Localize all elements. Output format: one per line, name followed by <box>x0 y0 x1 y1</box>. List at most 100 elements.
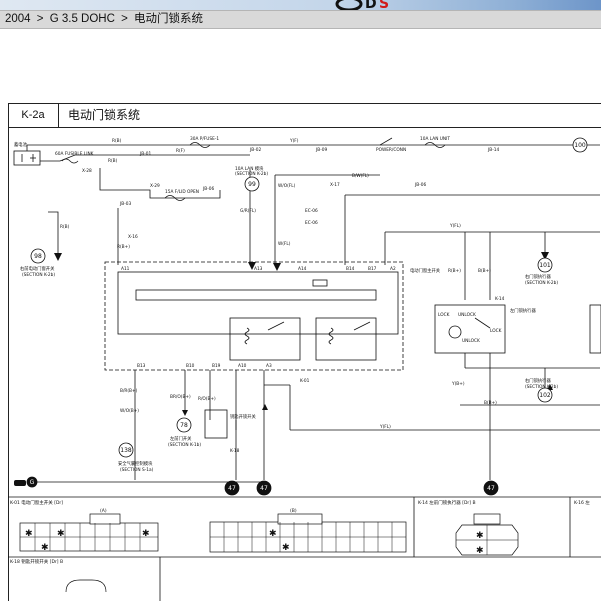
diagram-code: K-2a <box>8 103 59 127</box>
breadcrumb-separator: > <box>36 13 44 25</box>
junction-label: JB-09 <box>315 147 327 153</box>
connector-k14-title: K-14 左前门锁执行器 [Dr] B <box>418 499 476 506</box>
svg-text:✱: ✱ <box>476 546 484 556</box>
pin-label: A11 <box>121 266 130 272</box>
ref-number: 47 <box>487 485 495 492</box>
battery-label: 蓄电池 <box>14 141 28 148</box>
top-banner <box>0 0 601 10</box>
ref-number: 101 <box>539 262 551 269</box>
connector-k18-title: K-18 钥匙开锁开关 [Dr] B <box>10 558 63 565</box>
right-door-actuator-ref: (SECTION K-2b) <box>525 280 558 286</box>
wire-label: R(B+) <box>448 268 461 274</box>
connector-k18-drawing <box>65 579 107 593</box>
ref-circle-47b[interactable] <box>256 480 272 496</box>
connector-k01-tag: (A) <box>100 508 107 514</box>
diagram-title: 电动门锁系统 <box>68 108 141 122</box>
ref-number: 138 <box>120 447 132 454</box>
junction-label: JB-03 <box>119 201 131 207</box>
wire-label: R(B+) <box>117 244 130 250</box>
svg-text:✱: ✱ <box>476 531 484 541</box>
connector-label: K-18 <box>230 448 240 454</box>
breadcrumb-model[interactable]: G 3.5 DOHC <box>49 13 115 25</box>
unlock-label: UNLOCK <box>458 312 476 318</box>
svg-text:✱: ✱ <box>282 543 290 553</box>
right-door-actuator-label: 右门锁执行器 <box>525 273 551 280</box>
ref-circle-47a[interactable] <box>224 480 240 496</box>
pin-label: A13 <box>254 266 263 272</box>
pin-label: A14 <box>298 266 307 272</box>
wire-label: R(B) <box>112 138 122 144</box>
airbag-module-ref: (SECTION S-1a) <box>120 467 154 473</box>
pin-label: A3 <box>266 363 272 369</box>
ref-circle-102[interactable] <box>537 387 553 403</box>
ref-circle-98[interactable] <box>30 248 46 264</box>
wire-label: W/O(B+) <box>120 408 139 414</box>
ground-label: G <box>30 479 35 486</box>
ref-circle-138[interactable] <box>118 442 134 458</box>
ground-circle <box>26 476 38 488</box>
unlock-label: UNLOCK <box>462 338 480 344</box>
ref-circle-78[interactable] <box>176 417 192 433</box>
wire-label: R(B) <box>108 158 118 164</box>
lan-module-ref: (SECTION K-2b) <box>235 171 268 177</box>
svg-text:✱: ✱ <box>41 543 49 553</box>
lan-module-label: 10A LAN 模块 <box>235 165 264 172</box>
connector-k01-title: K-01 电动门窗主开关 [Dr] <box>10 499 63 506</box>
ref-number: 100 <box>574 142 586 149</box>
junction-label: JB-02 <box>249 147 261 153</box>
fusible-link <box>61 158 79 164</box>
breadcrumb: 2004 > G 3.5 DOHC > 电动门锁系统 <box>0 10 601 29</box>
junction-label: JB-14 <box>487 147 499 153</box>
junction-label: JB-06 <box>202 186 214 192</box>
fuse-30a-label: 30A P/FUSE-1 <box>190 136 219 142</box>
key-switch-label: 钥匙开锁开关 <box>230 413 256 420</box>
wire-label: B(B+) <box>478 268 491 274</box>
pin-label: B13 <box>137 363 146 369</box>
fuse-10a <box>424 142 446 148</box>
power-conn-label: POWER/CONN <box>376 147 406 153</box>
left-door-switch-ref: (SECTION K-1b) <box>168 442 201 448</box>
connector-label: X-29 <box>150 183 160 189</box>
breadcrumb-year[interactable]: 2004 <box>5 13 31 25</box>
ref-circle-101[interactable] <box>537 257 553 273</box>
left-door-switch-label: 左前门开关 <box>170 435 192 442</box>
svg-text:✱: ✱ <box>269 529 277 539</box>
fusible-link-label: 60A FUSIBLE LINK <box>55 151 94 157</box>
left-door-actuator-label: 左门锁执行器 <box>510 307 536 314</box>
key-unlock-switch <box>204 409 228 439</box>
ref-number: 102 <box>539 392 551 399</box>
lock-label: LOCK <box>438 312 450 318</box>
connector-k01-tag: (B) <box>290 508 297 514</box>
connector-label: X-28 <box>82 168 92 174</box>
main-switch-label: 电动门窗主开关 <box>410 267 441 274</box>
right-door-actuator-label-2: 右门锁执行器 <box>525 377 551 384</box>
connector-label: EC-06 <box>305 208 318 214</box>
wire-label: Y(FL) <box>449 223 461 229</box>
diagram-frame <box>8 103 601 601</box>
svg-text:D: D <box>365 0 377 11</box>
connector-label: X-16 <box>128 234 138 240</box>
wire-label: BR/O(B+) <box>170 394 191 400</box>
fuse-15a-label: 15A F/LID OPEN <box>165 189 199 195</box>
battery-symbol <box>13 150 41 166</box>
reference-circles <box>26 137 588 496</box>
ref-number: 47 <box>228 485 236 492</box>
fuse-10a-label: 10A LAN UNIT <box>420 136 450 142</box>
power-window-main-switch-module <box>104 261 404 371</box>
svg-text:✱: ✱ <box>57 529 65 539</box>
lock-label: LOCK <box>490 328 502 334</box>
ref-number: 78 <box>180 422 188 429</box>
wire-label: W(FL) <box>278 241 291 247</box>
diagram-header: K-2a 电动门锁系统 <box>8 103 601 128</box>
svg-text:✱: ✱ <box>142 529 150 539</box>
ref-number: 98 <box>34 253 42 260</box>
wire-label: Y(FL) <box>379 424 391 430</box>
ref-circle-47c[interactable] <box>483 480 499 496</box>
right-front-window-switch-ref: (SECTION K-2b) <box>22 272 55 278</box>
ref-circle-99[interactable] <box>244 176 260 192</box>
wire-label: G/R(FL) <box>240 208 256 214</box>
connector-label: K-14 <box>495 296 505 302</box>
ref-circle-100[interactable] <box>572 137 588 153</box>
pin-label: B19 <box>212 363 221 369</box>
wire-label: Y(F) <box>289 138 299 144</box>
